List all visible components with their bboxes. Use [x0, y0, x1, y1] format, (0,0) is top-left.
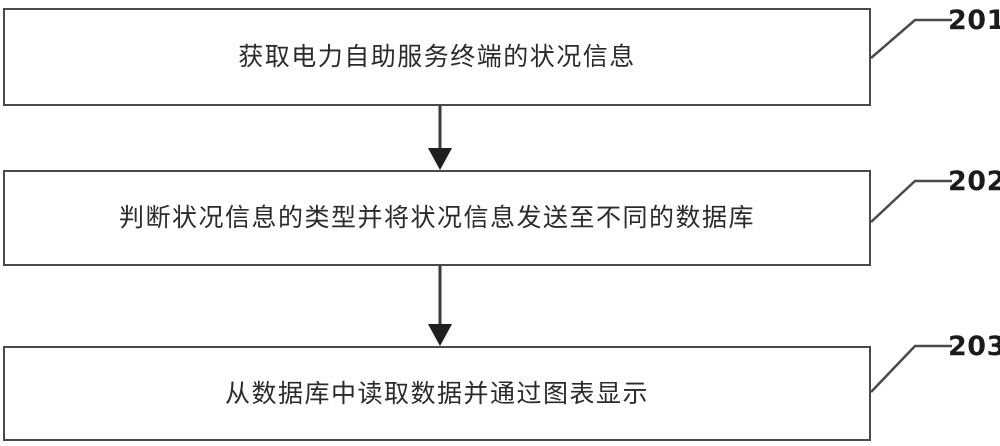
flow-step-box-201[interactable]: 获取电力自助服务终端的状况信息	[3, 8, 871, 106]
reference-label-203: 203	[948, 331, 1000, 362]
reference-label-202: 202	[948, 166, 1000, 197]
leader-line-203	[870, 344, 952, 393]
arrowhead-202-to-203	[428, 324, 452, 346]
leader-line-202	[870, 179, 952, 223]
flow-step-box-202[interactable]: 判断状况信息的类型并将状况信息发送至不同的数据库	[3, 170, 871, 266]
flow-step-box-203[interactable]: 从数据库中读取数据并通过图表显示	[3, 346, 871, 441]
flow-step-text-202: 判断状况信息的类型并将状况信息发送至不同的数据库	[118, 203, 755, 232]
reference-label-201: 201	[948, 5, 1000, 36]
arrowhead-201-to-202	[428, 148, 452, 170]
flow-step-text-203: 从数据库中读取数据并通过图表显示	[224, 378, 649, 408]
flow-step-text-201: 获取电力自助服务终端的状况信息	[238, 42, 636, 71]
leader-line-201	[870, 18, 952, 59]
